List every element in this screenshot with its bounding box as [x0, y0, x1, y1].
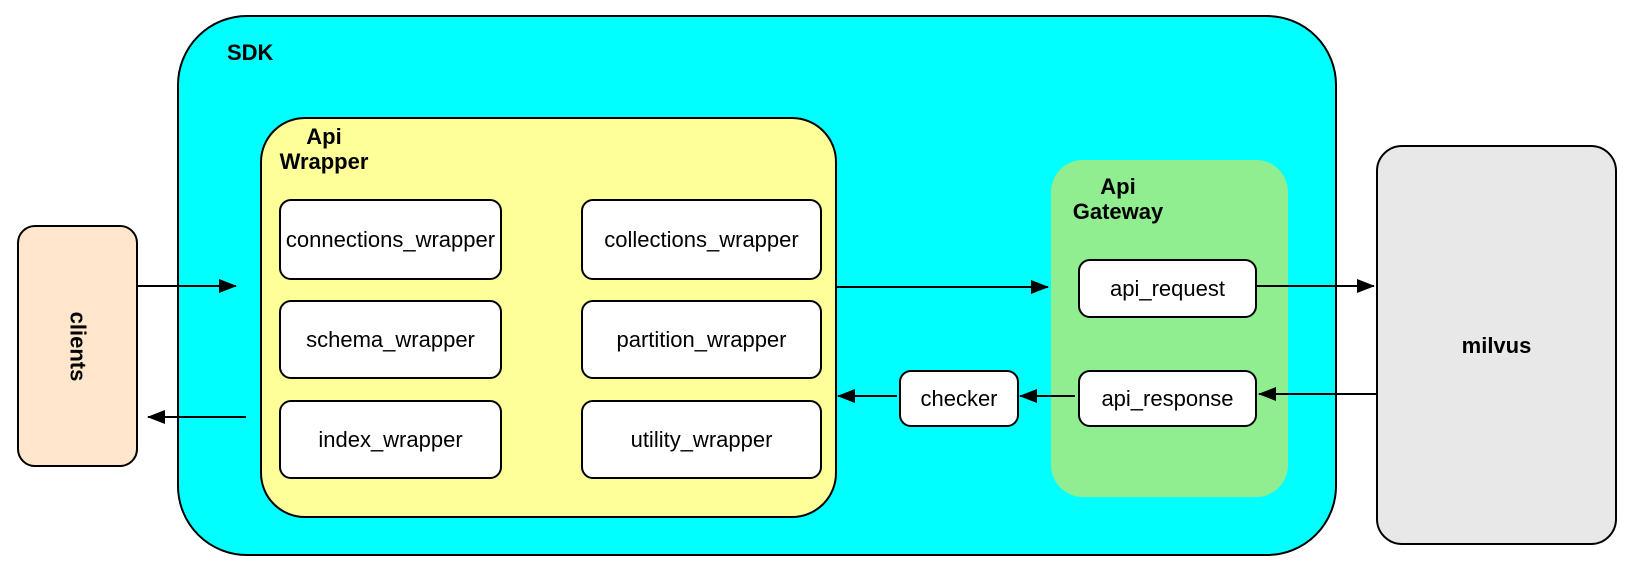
- api-wrapper-container: Api Wrapper connections_wrapper collecti…: [260, 117, 837, 518]
- api-wrapper-title-line2: Wrapper: [279, 149, 369, 174]
- module-partition-wrapper: partition_wrapper: [581, 300, 822, 379]
- sdk-container: SDK Api Wrapper connections_wrapper coll…: [177, 15, 1337, 556]
- sdk-label: SDK: [227, 40, 274, 65]
- module-connections-wrapper-label: connections_wrapper: [285, 227, 496, 252]
- module-schema-wrapper: schema_wrapper: [279, 300, 502, 379]
- module-index-wrapper: index_wrapper: [279, 400, 502, 479]
- api-request-label: api_request: [1110, 276, 1225, 301]
- module-index-wrapper-label: index_wrapper: [318, 427, 463, 452]
- module-collections-wrapper-label: collections_wrapper: [604, 227, 799, 252]
- milvus-label: milvus: [1461, 332, 1532, 358]
- api-response-box: api_response: [1078, 370, 1257, 427]
- api-gateway-title-line2: Gateway: [1072, 199, 1164, 224]
- api-response-label: api_response: [1101, 386, 1234, 411]
- module-connections-wrapper: connections_wrapper: [279, 199, 502, 280]
- milvus-node: milvus: [1376, 145, 1617, 545]
- clients-label: clients: [64, 311, 90, 381]
- module-schema-wrapper-label: schema_wrapper: [306, 327, 475, 352]
- api-wrapper-title-line1: Api: [306, 124, 342, 149]
- checker-box: checker: [899, 370, 1019, 427]
- module-utility-wrapper-label: utility_wrapper: [630, 427, 773, 452]
- module-collections-wrapper: collections_wrapper: [581, 199, 822, 280]
- api-request-box: api_request: [1078, 259, 1257, 318]
- api-gateway-title-line1: Api: [1100, 174, 1136, 199]
- module-utility-wrapper: utility_wrapper: [581, 400, 822, 479]
- api-wrapper-title: Api Wrapper: [264, 124, 384, 174]
- clients-node: clients: [17, 225, 138, 467]
- module-partition-wrapper-label: partition_wrapper: [616, 327, 787, 352]
- api-gateway-container: Api Gateway api_request api_response: [1051, 160, 1288, 497]
- checker-label: checker: [920, 386, 998, 411]
- api-gateway-title: Api Gateway: [1058, 174, 1178, 224]
